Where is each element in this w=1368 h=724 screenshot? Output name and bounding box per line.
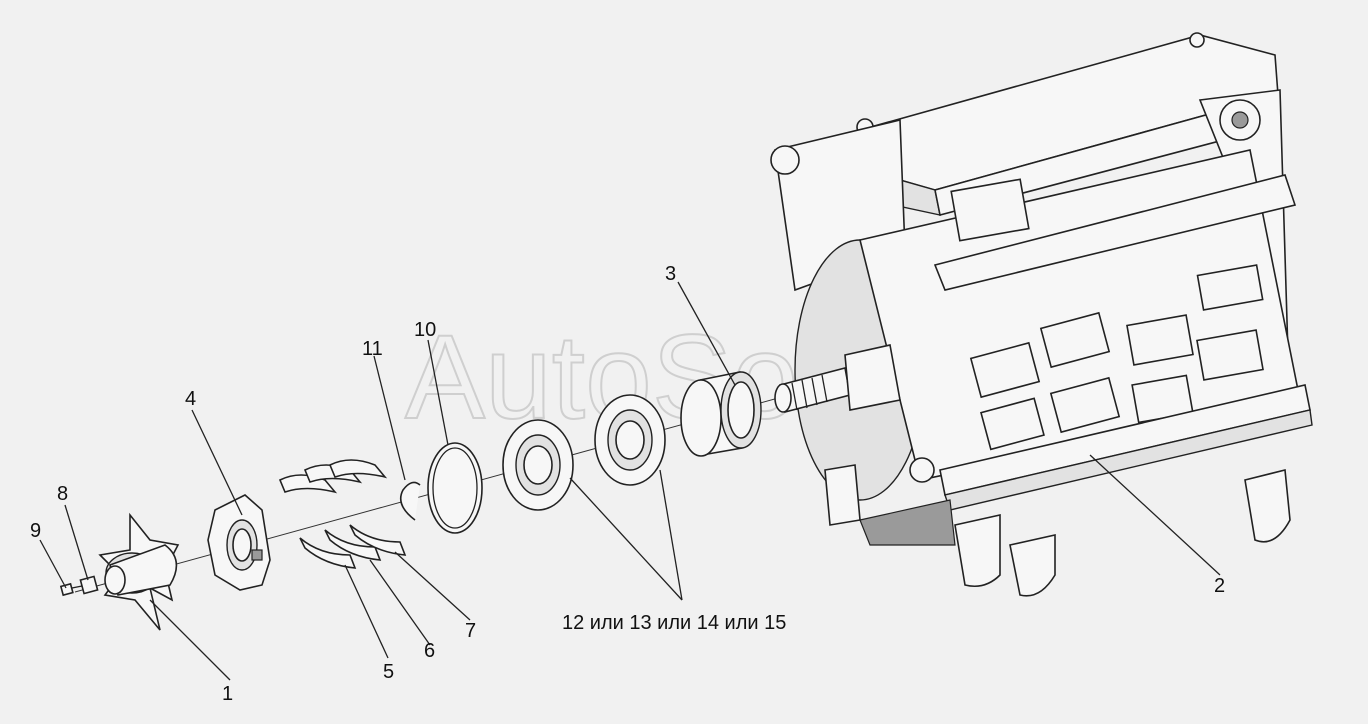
leader-lines [39,281,1221,681]
label-9: 9 [30,520,41,542]
mount-clamp [954,514,1001,588]
bolt-part-9 [59,582,83,597]
label-10: 10 [414,319,436,341]
hammer-block [1196,329,1264,381]
snap-ring-part-11 [399,481,421,521]
hammer-block [980,397,1045,451]
label-8: 8 [57,483,68,505]
label-2: 2 [1214,575,1225,597]
shaft-hub [844,344,901,411]
label-6: 6 [424,640,435,662]
o-ring-part-10 [427,442,483,534]
lower-knob [909,457,935,483]
cross-bar [933,174,1297,291]
top-cap [1189,32,1205,48]
label-1: 1 [222,683,233,705]
hammer-block [1126,314,1194,366]
hammer-block [969,341,1041,399]
side-block [950,178,1030,242]
mount-clamp [1244,468,1291,543]
label-5: 5 [383,661,394,683]
bearing-inner [502,419,574,511]
side-knob [770,145,800,175]
label-3: 3 [665,263,676,285]
shaft-end [774,383,792,413]
side-bracket [824,464,861,526]
bearing-outer [594,394,666,486]
rotor-assembly [770,32,1313,597]
bottom-plate [859,499,956,546]
label-7: 7 [465,620,476,642]
star-cap-part-1 [98,512,180,631]
hammer-block [1039,311,1111,369]
lock-washer-part-8 [79,575,99,595]
flange-cover-part-4 [207,494,271,591]
label-11: 11 [362,338,383,360]
label-bearings: 12 или 13 или 14 или 15 [562,612,786,634]
sleeve-part-3 [680,371,762,457]
mount-clamp [1009,534,1056,597]
shims-parts-5-6-7 [278,459,407,569]
hammer-block [1196,264,1264,311]
hammer-block [1049,376,1121,434]
label-4: 4 [185,388,196,410]
